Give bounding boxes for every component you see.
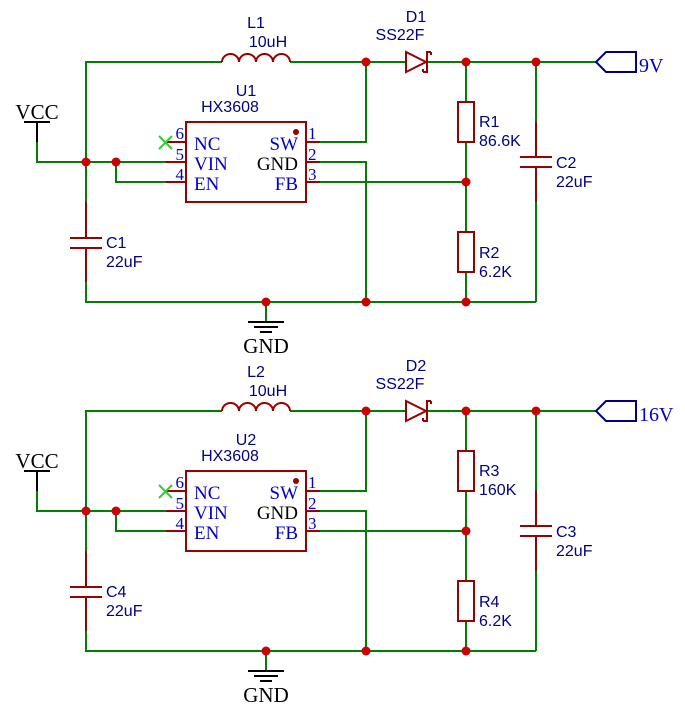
- pin-1-number: 1: [308, 473, 317, 492]
- pin-6-number: 6: [176, 473, 185, 492]
- pin-2-number: 2: [308, 494, 317, 513]
- ground-icon: [248, 321, 284, 333]
- pin-4-number: 4: [176, 514, 185, 533]
- junctions: [81, 406, 541, 656]
- junctions: [81, 57, 541, 307]
- inductor-value: 10uH: [249, 34, 287, 51]
- ic-ref: U2: [236, 432, 257, 449]
- resistor-bot-ref: R4: [479, 594, 500, 611]
- vcc-label: VCC: [15, 100, 58, 124]
- resistor-top-value: 160K: [479, 482, 517, 499]
- wire-vin: [36, 491, 186, 512]
- inductor-value: 10uH: [249, 383, 287, 400]
- pin-fb-label: FB: [275, 523, 298, 544]
- circuit-16v: VCC L2 10uH D2 SS22F 16V: [15, 358, 674, 707]
- pin-5-number: 5: [176, 145, 185, 164]
- wire-vin: [36, 142, 186, 163]
- output-net-label: 16V: [639, 404, 674, 426]
- pin-3-number: 3: [308, 514, 317, 533]
- pin-3-number: 3: [308, 165, 317, 184]
- output-port-flag: [594, 51, 637, 73]
- circuit-9v: VCC L1 10uH D1 SS22F: [15, 9, 664, 358]
- diode-ref: D2: [406, 358, 427, 375]
- wire-sw: [320, 62, 367, 143]
- diode-ref: D1: [406, 9, 427, 26]
- resistor-bot-ref: R2: [479, 245, 500, 262]
- inductor-ref: L2: [247, 364, 265, 381]
- wire-en: [115, 162, 186, 183]
- pin-en-label: EN: [194, 523, 220, 544]
- diode-value: SS22F: [376, 27, 425, 44]
- pin-4-number: 4: [176, 165, 185, 184]
- cap-in-value: 22uF: [106, 254, 143, 271]
- capacitor-c4: [70, 551, 102, 631]
- cap-out-value: 22uF: [556, 174, 593, 191]
- gnd-label: GND: [243, 683, 289, 707]
- resistor-r4: [457, 580, 475, 622]
- cap-in-value: 22uF: [106, 603, 143, 620]
- capacitor-c2: [520, 122, 552, 202]
- resistor-top-ref: R1: [479, 114, 500, 131]
- pin-gnd-label: GND: [257, 503, 298, 524]
- pin-vin-label: VIN: [194, 503, 228, 524]
- pin-sw-label: SW: [270, 134, 299, 155]
- pin1-marker: [293, 478, 299, 484]
- ic-part: HX3608: [201, 99, 259, 116]
- diode-d2: [405, 399, 432, 423]
- wire-gnd-pin: [320, 161, 367, 302]
- pin-1-number: 1: [308, 124, 317, 143]
- output-net-label: 9V: [639, 55, 664, 77]
- no-connect-icon: [158, 135, 173, 150]
- resistor-bot-value: 6.2K: [479, 264, 512, 281]
- vcc-label: VCC: [15, 449, 58, 473]
- pin-nc-label: NC: [194, 483, 220, 504]
- ic-ref: U1: [236, 83, 257, 100]
- gnd-label: GND: [243, 334, 289, 358]
- wire-inductor-in: [85, 410, 222, 511]
- pin-2-number: 2: [308, 145, 317, 164]
- pin-fb-label: FB: [275, 174, 298, 195]
- capacitor-c1: [70, 202, 102, 282]
- wire-ground-rail: [85, 282, 536, 303]
- inductor-l1: [221, 53, 291, 63]
- wire-gnd-pin: [320, 510, 367, 651]
- pin-sw-label: SW: [270, 483, 299, 504]
- inductor-ref: L1: [247, 15, 265, 32]
- wire-en: [115, 511, 186, 532]
- ground-icon: [248, 670, 284, 682]
- resistor-top-value: 86.6K: [479, 133, 521, 150]
- pin-5-number: 5: [176, 494, 185, 513]
- resistor-r1: [457, 101, 475, 143]
- wire-ground-rail: [85, 631, 536, 652]
- cap-in-ref: C4: [106, 584, 127, 601]
- no-connect-icon: [158, 484, 173, 499]
- cap-out-ref: C3: [556, 524, 577, 541]
- wire-sw: [320, 411, 367, 492]
- diode-value: SS22F: [376, 376, 425, 393]
- wire-inductor-in: [85, 61, 222, 162]
- cap-out-ref: C2: [556, 155, 577, 172]
- pin1-marker: [293, 129, 299, 135]
- pin-en-label: EN: [194, 174, 220, 195]
- resistor-r2: [457, 231, 475, 273]
- cap-out-value: 22uF: [556, 543, 593, 560]
- resistor-top-ref: R3: [479, 463, 500, 480]
- pin-gnd-label: GND: [257, 154, 298, 175]
- ic-part: HX3608: [201, 448, 259, 465]
- resistor-r3: [457, 450, 475, 492]
- inductor-l2: [221, 402, 291, 412]
- capacitor-c3: [520, 491, 552, 571]
- diode-d1: [405, 50, 432, 74]
- resistor-bot-value: 6.2K: [479, 613, 512, 630]
- output-port-flag: [594, 400, 637, 422]
- pin-nc-label: NC: [194, 134, 220, 155]
- cap-in-ref: C1: [106, 235, 127, 252]
- pin-vin-label: VIN: [194, 154, 228, 175]
- pin-6-number: 6: [176, 124, 185, 143]
